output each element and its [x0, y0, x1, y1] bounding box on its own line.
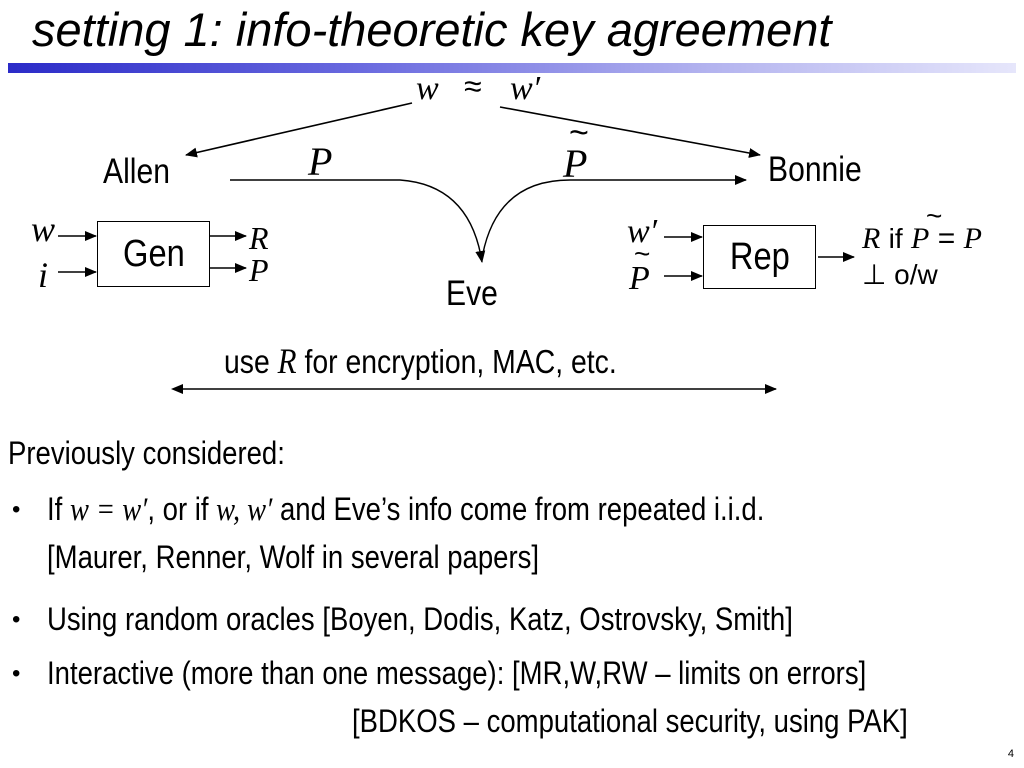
bullet-3-line2: [BDKOS – computational security, using P…: [352, 703, 908, 739]
use-r-var: R: [277, 341, 297, 381]
bullet-1-post: and Eve’s info come from repeated i.i.d.: [279, 491, 765, 527]
rep-box-label: Rep: [729, 235, 790, 278]
msg-line-p: [230, 179, 486, 263]
gen-input-w: w: [31, 209, 56, 249]
use-r-caption: use R for encryption, MAC, etc.: [224, 340, 617, 382]
bullet-2-text: Using random oracles [Boyen, Dodis, Katz…: [47, 601, 793, 637]
rep-output-ptilde-tilde: ~: [926, 200, 943, 231]
party-eve: Eve: [446, 274, 498, 313]
bullet-1-math-pair: w, w′: [216, 492, 273, 528]
rep-input-wprime: w′: [627, 213, 658, 250]
top-approx: ≈: [464, 68, 482, 104]
rep-output-eq: =: [937, 222, 956, 255]
bullet-1-line1: If w = w′, or if w, w′ and Eve’s info co…: [47, 491, 764, 529]
bullet-1-mid: , or if: [147, 491, 209, 527]
gen-input-i: i: [38, 255, 49, 295]
gen-output-r: R: [249, 220, 269, 256]
msg-label-ptilde-tilde: ~: [569, 114, 589, 152]
rep-output-line2: ⊥ o/w: [862, 258, 938, 291]
rep-box: Rep: [703, 225, 816, 289]
previously-heading: Previously considered:: [8, 435, 285, 471]
rep-output-line1: R if P = P: [862, 222, 982, 256]
arrow-to-allen: [185, 102, 413, 158]
rep-output-r: R: [862, 222, 881, 255]
bullet-1-math-eq: w = w′: [69, 492, 148, 528]
msg-label-ptilde: P: [563, 141, 588, 186]
gen-output-p: P: [249, 252, 269, 288]
use-r-post: for encryption, MAC, etc.: [304, 343, 617, 380]
title-underline-bar: [8, 63, 1016, 73]
gen-box-label: Gen: [122, 232, 185, 275]
slide-title: setting 1: info-theoretic key agreement: [32, 3, 832, 56]
party-allen: Allen: [103, 152, 170, 191]
gen-box: Gen: [97, 221, 210, 287]
bullet-1-if: If: [47, 491, 63, 527]
rep-output-bot: ⊥: [862, 259, 887, 290]
rep-output-p: P: [963, 222, 982, 255]
rep-output-ow: o/w: [894, 259, 938, 290]
msg-label-p: P: [308, 139, 333, 184]
bullet-1-line2: [Maurer, Renner, Wolf in several papers]: [47, 539, 540, 575]
msg-line-ptilde: [481, 175, 747, 259]
rep-input-ptilde-tilde: ~: [634, 238, 651, 269]
rep-output-if: if: [888, 223, 903, 254]
page-number: 4: [1007, 748, 1014, 760]
bullet-3-dot: •: [12, 660, 21, 687]
arrow-to-bonnie: [499, 106, 761, 158]
top-w: w: [416, 70, 439, 107]
bullet-1-dot: •: [12, 496, 21, 523]
bullet-2-dot: •: [12, 606, 21, 633]
bullet-3-line1: Interactive (more than one message): [MR…: [47, 655, 867, 691]
rep-output-ptilde: P: [911, 222, 930, 255]
rep-input-ptilde: P: [629, 260, 650, 297]
top-wprime: w′: [510, 70, 541, 107]
party-bonnie: Bonnie: [768, 150, 862, 189]
use-r-pre: use: [224, 343, 270, 380]
